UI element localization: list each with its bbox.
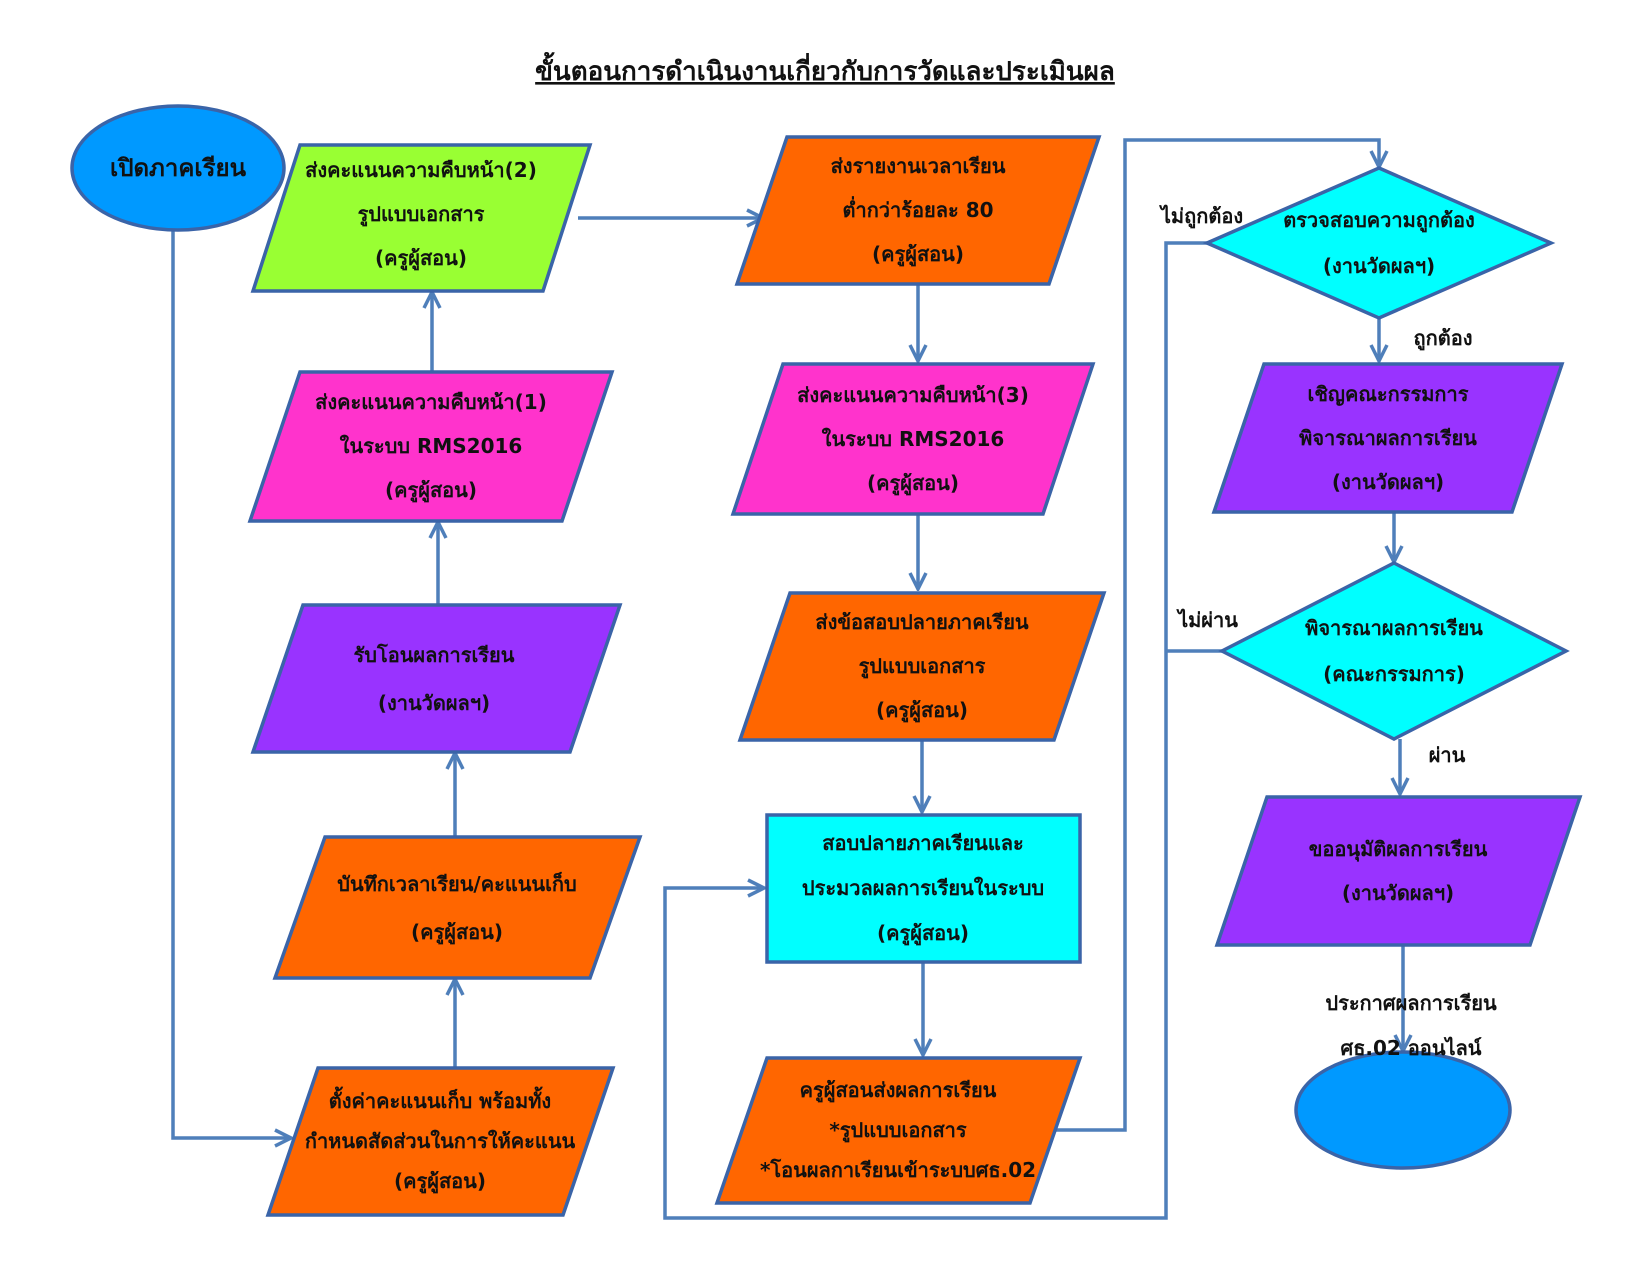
node-approve: ขออนุมัติผลการเรียน (งานวัดผลฯ) (1214, 795, 1583, 947)
node-text-attendance-report-3: (ครูผู้สอน) (872, 242, 964, 268)
connectors (171, 138, 1403, 1220)
node-final-exam: ส่งข้อสอบปลายภาคเรียนรูปแบบเอกสาร (ครูผู้… (737, 591, 1107, 742)
label-fail: ไม่ผ่าน (1176, 608, 1238, 632)
node-consider: พิจารณาผลการเรียน (คณะกรรมการ) (1218, 561, 1570, 741)
label-announce-line2: ศธ.02 ออนไลน์ (1341, 1036, 1482, 1060)
node-progress-2: ส่งคะแนนความคืบหน้า(2) รูปแบบเอกสาร (ครูผู… (250, 143, 593, 293)
node-text-exam-process-2: ประมวลผลการเรียนในระบบ (802, 876, 1044, 900)
conn-verify-incorrect-loop (663, 241, 1207, 1220)
node-verify: ตรวจสอบความถูกต้อง (งานวัดผลฯ) (1202, 166, 1556, 320)
node-shape-open-term (70, 104, 286, 232)
node-shape-progress-2 (250, 143, 593, 293)
node-open-term: เปิดภาคเรียน (70, 104, 286, 232)
node-shape-set-scores (265, 1066, 616, 1217)
label-pass: ผ่าน (1429, 743, 1466, 767)
node-text-attendance-report-1: ส่งรายงานเวลาเรียน (831, 154, 1006, 178)
node-progress-1: ส่งคะแนนความคืบหน้า(1) ในระบบ RMS2016 (ครู… (247, 370, 615, 523)
node-text-final-exam-1: ส่งข้อสอบปลายภาคเรียน (815, 610, 1029, 634)
node-shape-final-exam (737, 591, 1107, 742)
node-shape-exam-process (765, 813, 1082, 964)
node-text-exam-process-1: สอบปลายภาคเรียนและ (822, 831, 1023, 855)
node-text-progress-2-2: รูปแบบเอกสาร (358, 202, 485, 228)
node-shape-progress-1 (247, 370, 615, 523)
node-text-progress-1-1: ส่งคะแนนความคืบหน้า(1) (315, 390, 547, 414)
node-text-approve-1: ขออนุมัติผลการเรียน (1309, 837, 1488, 862)
node-text-consider-1: พิจารณาผลการเรียน (1305, 616, 1483, 640)
node-text-final-exam-2: รูปแบบเอกสาร (859, 654, 986, 680)
node-shape-receive-transfer (250, 603, 623, 754)
conn-submit-to-verify (1054, 138, 1379, 1132)
node-progress-3: ส่งคะแนนความคืบหน้า(3) ในระบบ RMS2016 (ครู… (730, 362, 1096, 516)
label-announce-line1: ประกาศผลการเรียน (1325, 991, 1497, 1015)
label-incorrect: ไม่ถูกต้อง (1159, 204, 1243, 230)
node-text-progress-3-3: (ครูผู้สอน) (867, 471, 959, 497)
node-attendance-report: ส่งรายงานเวลาเรียนต่ำกว่าร้อยละ 80 (ครูผู… (734, 135, 1102, 286)
node-text-verify-2: (งานวัดผลฯ) (1323, 254, 1435, 278)
node-shape-approve (1214, 795, 1583, 947)
node-text-progress-3-1: ส่งคะแนนความคืบหน้า(3) (797, 383, 1029, 407)
node-text-exam-process-3: (ครูผู้สอน) (877, 921, 969, 947)
label-correct: ถูกต้อง (1414, 326, 1473, 352)
node-text-submit-results-2: *รูปแบบเอกสาร (829, 1118, 967, 1144)
node-text-final-exam-3: (ครูผู้สอน) (876, 698, 968, 724)
node-text-open-term-1: เปิดภาคเรียน (110, 154, 247, 182)
node-text-consider-2: (คณะกรรมการ) (1323, 662, 1465, 686)
node-text-set-scores-1: ตั้งค่าคะแนนเก็บ พร้อมทั้ง (329, 1086, 551, 1113)
node-set-scores: ตั้งค่าคะแนนเก็บ พร้อมทั้งกำหนดสัดส่วนใน… (265, 1066, 616, 1217)
node-receive-transfer: รับโอนผลการเรียน (งานวัดผลฯ) (250, 603, 623, 754)
diagram-title: ขั้นตอนการดำเนินงานเกี่ยวกับการวัดและประ… (535, 51, 1115, 87)
node-shape-submit-results (714, 1056, 1083, 1205)
node-shape-consider (1218, 561, 1570, 741)
node-text-record-time-1: บันทึกเวลาเรียน/คะแนนเก็บ (337, 871, 576, 896)
node-submit-results: ครูผู้สอนส่งผลการเรียน *รูปแบบเอกสาร *โอนผ… (714, 1056, 1083, 1205)
node-text-submit-results-3: *โอนผลกาเรียนเข้าระบบศธ.02 (760, 1158, 1036, 1182)
node-text-verify-1: ตรวจสอบความถูกต้อง (1283, 208, 1475, 234)
node-text-record-time-2: (ครูผู้สอน) (411, 920, 503, 946)
nodes: เปิดภาคเรียนตั้งค่าคะแนนเก็บ พร้อมทั้งกำ… (70, 104, 1583, 1217)
node-text-invite-committee-3: (งานวัดผลฯ) (1332, 470, 1444, 494)
node-text-invite-committee-1: เชิญคณะกรรมการ (1308, 382, 1469, 406)
node-text-invite-committee-2: พิจารณาผลการเรียน (1299, 426, 1477, 450)
node-text-progress-1-2: ในระบบ RMS2016 (340, 434, 523, 458)
conn-open-to-setscores (171, 230, 290, 1138)
node-text-progress-2-1: ส่งคะแนนความคืบหน้า(2) (305, 158, 537, 182)
node-text-set-scores-2: กำหนดสัดส่วนในการให้คะแนน (305, 1129, 576, 1153)
node-shape-record-time (272, 835, 643, 980)
node-text-approve-2: (งานวัดผลฯ) (1342, 881, 1454, 905)
node-text-progress-3-2: ในระบบ RMS2016 (822, 427, 1005, 451)
node-text-set-scores-3: (ครูผู้สอน) (394, 1169, 486, 1195)
node-shape-attendance-report (734, 135, 1102, 286)
node-text-progress-2-3: (ครูผู้สอน) (375, 246, 467, 272)
node-shape-end (1294, 1050, 1512, 1170)
node-text-receive-transfer-1: รับโอนผลการเรียน (354, 643, 515, 667)
node-text-attendance-report-2: ต่ำกว่าร้อยละ 80 (842, 195, 993, 222)
node-text-submit-results-1: ครูผู้สอนส่งผลการเรียน (800, 1078, 997, 1104)
node-text-progress-1-3: (ครูผู้สอน) (385, 478, 477, 504)
node-text-receive-transfer-2: (งานวัดผลฯ) (378, 691, 490, 715)
node-record-time: บันทึกเวลาเรียน/คะแนนเก็บ (ครูผู้สอน) (272, 835, 643, 980)
node-exam-process: สอบปลายภาคเรียนและประมวลผลการเรียนในระบบ… (765, 813, 1082, 964)
node-end (1294, 1050, 1512, 1170)
node-shape-invite-committee (1211, 362, 1565, 514)
node-shape-verify (1202, 166, 1556, 320)
node-shape-progress-3 (730, 362, 1096, 516)
